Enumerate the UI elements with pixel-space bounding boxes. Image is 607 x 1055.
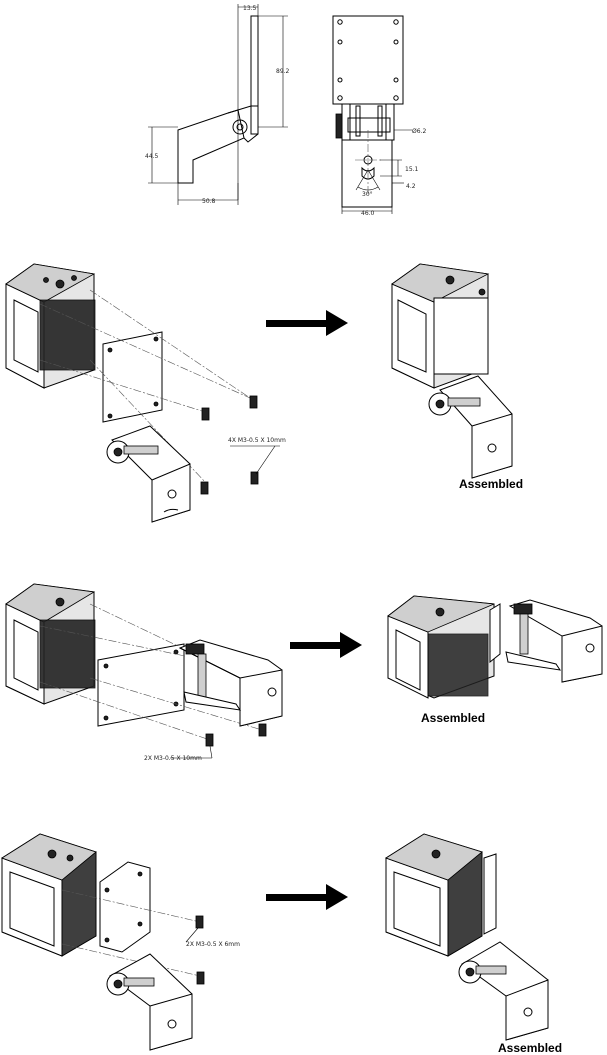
step-3-arrow (266, 884, 348, 910)
assembly-step-3: 2X M3-0.5 X 6mm As (0, 828, 607, 1055)
bracket (106, 953, 193, 1051)
front-view: Ø6.2 15.1 4.2 30° 46.0 (332, 15, 426, 217)
assembly-step-1-svg: 4X M3-0.5 X 10mm (5, 263, 513, 523)
assembled-1 (391, 263, 513, 479)
bracket (106, 425, 191, 523)
assembly-step-2-svg: 2X M3-0.5 X 10mm (5, 583, 603, 762)
step-3-callout: 2X M3-0.5 X 6mm (186, 941, 240, 948)
step-1-arrow (266, 310, 348, 336)
side-view: 13.5 89.2 44.5 50.8 (145, 4, 290, 205)
step-1-caption: Assembled (459, 477, 524, 491)
mounting-plate (99, 861, 151, 953)
dim-slot-height: 15.1 (405, 166, 419, 173)
dim-angle: 30° (362, 191, 373, 198)
screws (195, 915, 205, 985)
camera-body (5, 263, 96, 389)
exploded-lines (61, 889, 201, 977)
mounting-plate (102, 331, 163, 423)
dim-top-width: 13.5 (243, 5, 257, 12)
assembled-3 (385, 833, 549, 1041)
step-1-callout: 4X M3-0.5 X 10mm (228, 437, 286, 444)
camera-body (5, 583, 96, 705)
step-3-caption: Assembled (498, 1041, 563, 1055)
step-2-arrow (290, 632, 362, 658)
dim-height-upper: 89.2 (276, 68, 290, 75)
exploded-lines (39, 603, 263, 741)
dimension-drawing: 13.5 89.2 44.5 50.8 (0, 0, 607, 222)
assembly-step-1: 4X M3-0.5 X 10mm Assembled (0, 240, 607, 530)
camera-body (1, 833, 97, 957)
screws (205, 723, 267, 747)
assembly-step-3-svg: 2X M3-0.5 X 6mm (1, 833, 549, 1051)
step-2-caption: Assembled (421, 711, 486, 725)
dimension-drawing-svg: 13.5 89.2 44.5 50.8 (145, 4, 426, 217)
dim-hole-dia: Ø6.2 (412, 128, 426, 135)
dim-height-lower: 44.5 (145, 153, 159, 160)
screws (200, 395, 259, 495)
dim-overall-width: 46.0 (361, 210, 375, 217)
step-2-callout: 2X M3-0.5 X 10mm (144, 755, 202, 762)
dim-base-width: 50.8 (202, 198, 216, 205)
dim-slot-offset: 4.2 (406, 183, 416, 190)
mounting-plate (97, 643, 185, 727)
assembly-step-2: 2X M3-0.5 X 10mm Assembled (0, 574, 607, 770)
bracket (178, 639, 283, 727)
assembled-2 (387, 595, 603, 699)
